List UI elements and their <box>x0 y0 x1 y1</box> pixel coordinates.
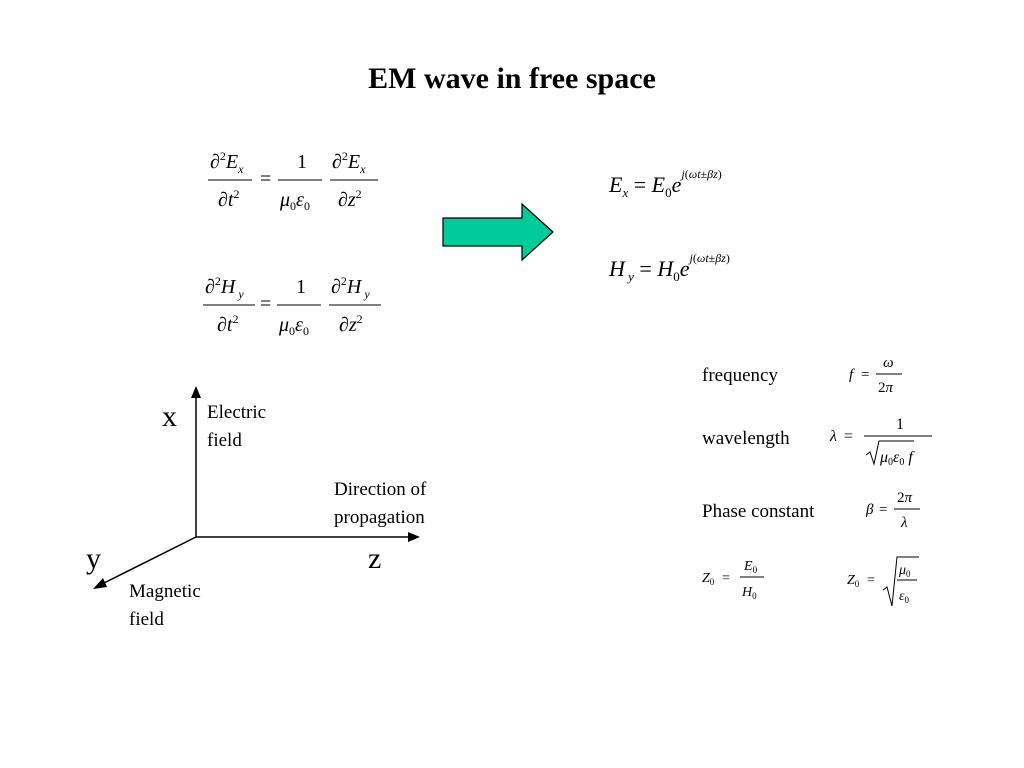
svg-text:λ: λ <box>900 515 908 531</box>
wavelength-label: wavelength <box>702 428 790 449</box>
axes-diagram <box>93 386 420 589</box>
svg-text:∂z2: ∂z2 <box>338 187 362 211</box>
phase-constant-formula: β = 2π λ <box>865 490 920 531</box>
y-axis-label: y <box>86 542 101 575</box>
wave-equation-hy: ∂2H y ∂t2 = 1 μ0ε0 ∂2H y ∂z2 <box>203 274 381 338</box>
svg-text:H0: H0 <box>741 585 757 601</box>
impedance-formula-2: Z0 = μ0 ε0 <box>847 556 919 607</box>
svg-text:∂2Ex: ∂2Ex <box>332 149 366 176</box>
wave-solutions: Ex = E0ej(ωt±βz) H y = H0ej(ωt±βz) <box>608 167 730 284</box>
svg-text:=: = <box>722 571 730 586</box>
electric-field-label: Electric field <box>207 402 267 451</box>
phase-constant-label: Phase constant <box>702 501 815 522</box>
svg-text:∂t2: ∂t2 <box>217 312 238 336</box>
page-title: EM wave in free space <box>368 62 656 95</box>
svg-text:=: = <box>844 428 853 445</box>
svg-text:2π: 2π <box>878 380 894 396</box>
x-axis-label: x <box>162 400 177 433</box>
svg-text:∂2Ex: ∂2Ex <box>210 149 244 176</box>
direction-label: Direction of propagation <box>334 479 427 528</box>
svg-text:∂t2: ∂t2 <box>218 187 239 211</box>
svg-text:1: 1 <box>896 416 904 433</box>
x-axis-arrowhead <box>191 386 201 398</box>
frequency-label: frequency <box>702 365 778 386</box>
svg-text:1: 1 <box>296 276 306 298</box>
svg-text:ω: ω <box>883 355 894 371</box>
svg-text:∂z2: ∂z2 <box>339 312 363 336</box>
svg-text:Z0: Z0 <box>702 571 715 587</box>
svg-text:μ0ε0: μ0ε0 <box>278 314 309 338</box>
svg-text:H y = H0ej(ωt±βz): H y = H0ej(ωt±βz) <box>608 251 730 284</box>
wavelength-formula: λ = 1 μ0ε0 f <box>829 416 932 468</box>
svg-text:λ: λ <box>829 428 837 445</box>
svg-text:2π: 2π <box>897 490 913 506</box>
z-axis-label: z <box>368 542 382 575</box>
svg-text:Ex = E0ej(ωt±βz): Ex = E0ej(ωt±βz) <box>608 167 722 200</box>
svg-text:β: β <box>865 502 874 518</box>
svg-text:=: = <box>861 367 869 383</box>
impedance-formula-1: Z0 = E0 H0 <box>702 559 764 601</box>
svg-text:=: = <box>867 573 875 588</box>
svg-text:Z0: Z0 <box>847 573 860 589</box>
wave-equation-ex: ∂2Ex ∂t2 = 1 μ0ε0 ∂2Ex ∂z2 <box>208 149 378 213</box>
frequency-formula: f = ω 2π <box>849 355 902 396</box>
svg-text:1: 1 <box>297 151 307 173</box>
svg-text:=: = <box>260 293 271 315</box>
right-arrow-icon <box>442 202 554 262</box>
svg-text:∂2H y: ∂2H y <box>331 274 370 301</box>
svg-text:=: = <box>879 502 887 518</box>
svg-text:f: f <box>849 367 855 383</box>
svg-text:∂2H y: ∂2H y <box>205 274 244 301</box>
svg-text:μ0ε0 f: μ0ε0 f <box>879 449 915 468</box>
svg-text:μ0: μ0 <box>898 563 911 579</box>
magnetic-field-label: Magnetic field <box>129 581 201 630</box>
svg-text:=: = <box>260 168 271 190</box>
svg-text:E0: E0 <box>743 559 758 575</box>
svg-text:μ0ε0: μ0ε0 <box>279 189 310 213</box>
svg-text:ε0: ε0 <box>899 589 910 605</box>
z-axis-arrowhead <box>408 532 420 542</box>
y-axis-arrowhead <box>93 578 107 589</box>
